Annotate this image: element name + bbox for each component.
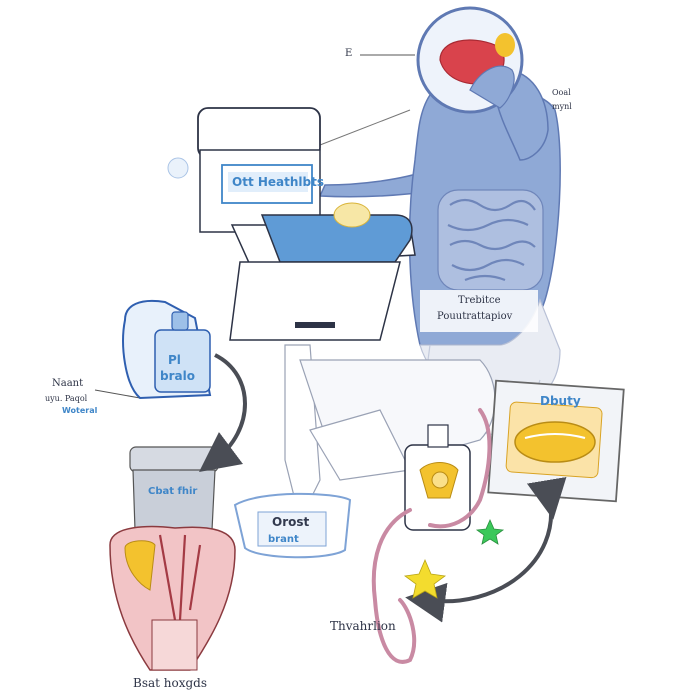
label-tray-title: Dbuty xyxy=(540,394,581,408)
supplement-tray xyxy=(487,379,625,503)
label-torso-1: Trebitce xyxy=(458,295,501,306)
label-dish-1: Orost xyxy=(272,515,310,529)
intestines-illustration xyxy=(437,189,544,291)
label-top-letter: E xyxy=(345,48,353,59)
label-torso-2: Pouutrattapiov xyxy=(437,311,513,322)
label-tank2-sign: Cbat fhir xyxy=(148,486,198,497)
sparkle-green-icon xyxy=(475,519,505,545)
label-left-2: uyu. Paqol xyxy=(45,394,88,403)
label-left-3: Woteral xyxy=(62,406,98,415)
label-head-2: mynl xyxy=(552,102,572,111)
label-jug-2: bralo xyxy=(160,369,195,383)
sparkle-yellow-icon xyxy=(403,558,447,599)
label-bottom-right: Thvahrlion xyxy=(330,619,396,633)
dish-illustration xyxy=(233,492,352,559)
label-dish-2: brant xyxy=(268,534,299,545)
water-jug-illustration xyxy=(122,300,212,400)
label-left-1: Naant xyxy=(52,378,84,389)
arrow-jug-to-tank xyxy=(199,353,247,473)
label-head-1: Ooal xyxy=(552,88,571,97)
label-jug-1: Pl xyxy=(168,353,181,367)
toilet-illustration xyxy=(167,107,496,522)
arrow-bidirectional xyxy=(405,477,567,623)
head-magnifier xyxy=(416,6,524,114)
pointer-line-left xyxy=(94,389,141,399)
pelvis-tank-illustration xyxy=(109,446,236,671)
label-bottom-left: Bsat hoxgds xyxy=(133,676,208,690)
label-tank-sign: Ott Heathlbts xyxy=(232,175,324,189)
pointer-line-tank xyxy=(319,109,411,146)
